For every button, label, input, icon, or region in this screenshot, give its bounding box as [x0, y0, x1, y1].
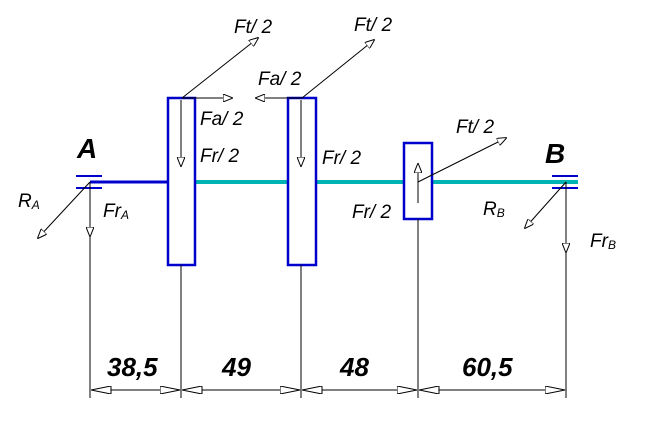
reaction-fra-label: FrA — [103, 201, 129, 222]
gear2-fr-label: Fr/ 2 — [322, 148, 361, 169]
dim-label-2: 49 — [221, 352, 251, 382]
support-b — [552, 175, 578, 189]
reaction-frb-label: FrB — [590, 231, 616, 252]
reaction-rb-arrow — [525, 181, 567, 228]
gear1-fa-label: Fa/ 2 — [200, 109, 244, 130]
gear2-ft-arrow — [301, 40, 374, 99]
dim-label-3: 48 — [339, 352, 369, 382]
gear3-ft-label: Ft/ 2 — [456, 117, 494, 138]
dim-label-1: 38,5 — [107, 352, 158, 382]
dim-label-4: 60,5 — [462, 352, 513, 382]
support-a — [76, 175, 102, 189]
reaction-ra-arrow — [38, 181, 91, 238]
gear3-ft-arrow — [417, 138, 506, 183]
reaction-rb-label: RB — [483, 199, 505, 220]
gear1-fr-label: Fr/ 2 — [200, 146, 239, 167]
gear3-fr-label: Fr/ 2 — [352, 202, 391, 223]
support-b-label: B — [545, 138, 565, 169]
reaction-ra-label: RA — [18, 191, 40, 212]
gear2-fa-label: Fa/ 2 — [258, 69, 302, 90]
gear1-ft-label: Ft/ 2 — [234, 17, 272, 38]
gear-2 — [286, 96, 318, 267]
gear2-ft-label: Ft/ 2 — [354, 15, 392, 36]
support-a-label: A — [76, 133, 97, 164]
gear1-ft-arrow — [181, 38, 258, 99]
